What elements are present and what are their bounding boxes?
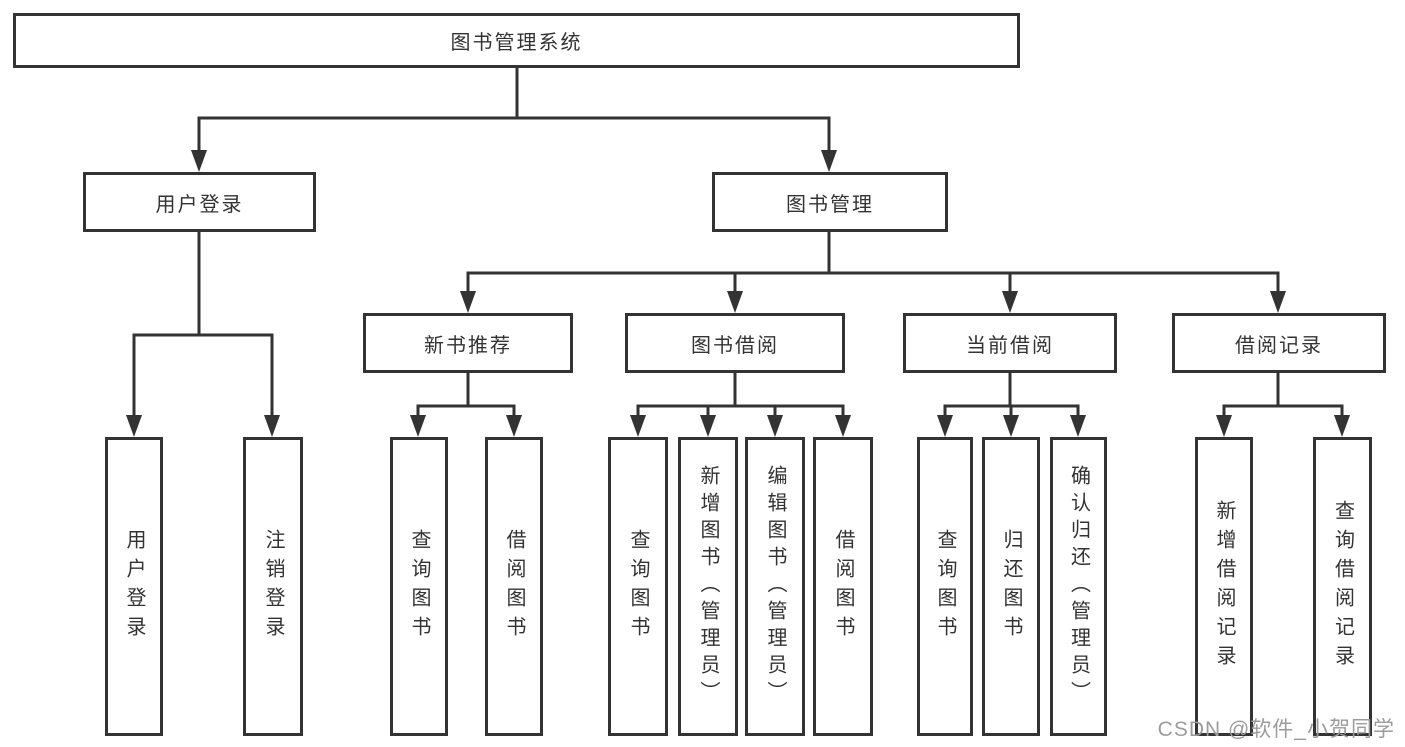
leaf-add-borrow-record: 新增借阅记录: [1195, 437, 1253, 736]
arrowhead: [727, 291, 743, 313]
leaf-return-books: 归还图书: [982, 437, 1040, 736]
leaf-edit-books-admin: 编辑图书（管理员）: [745, 437, 805, 736]
leaf-query-borrow-record: 查询借阅记录: [1313, 437, 1372, 736]
arrowhead: [835, 415, 851, 437]
leaf-logout-label: 注销登录: [262, 528, 284, 645]
node-root: 图书管理系统: [13, 13, 1020, 68]
node-borrow-record-label: 借阅记录: [1235, 334, 1323, 357]
connector-book-mgmt: [466, 232, 1280, 294]
arrowhead: [1070, 415, 1086, 437]
arrowhead: [821, 150, 837, 172]
leaf-confirm-return-admin: 确认归还（管理员）: [1050, 437, 1107, 736]
node-user-login-label: 用户登录: [155, 193, 244, 216]
connector-current-borrow: [943, 373, 1080, 418]
node-book-management-label: 图书管理: [786, 193, 874, 216]
node-new-book-recommend: 新书推荐: [363, 313, 573, 373]
node-book-management: 图书管理: [712, 172, 948, 232]
leaf-query-books-3: 查询图书: [917, 437, 973, 736]
leaf-user-login-label: 用户登录: [123, 528, 145, 645]
csdn-watermark: CSDN @软件_小贺同学: [1157, 718, 1395, 741]
node-user-login: 用户登录: [83, 172, 316, 232]
arrowhead: [937, 415, 953, 437]
leaf-query-borrow-record-label: 查询借阅记录: [1331, 499, 1354, 674]
leaf-edit-books-admin-label: 编辑图书（管理员）: [764, 465, 786, 708]
node-book-borrow-label: 图书借阅: [691, 334, 779, 357]
arrowhead: [264, 415, 280, 437]
arrowhead: [1270, 291, 1286, 313]
leaf-query-books-1: 查询图书: [390, 437, 448, 736]
connector-new-book-rec: [416, 373, 516, 418]
leaf-query-books-1-label: 查询图书: [408, 528, 430, 645]
node-new-book-recommend-label: 新书推荐: [424, 334, 512, 357]
arrowhead: [1003, 415, 1019, 437]
leaf-return-books-label: 归还图书: [1000, 528, 1022, 645]
node-root-label: 图书管理系统: [450, 32, 583, 54]
node-book-borrow: 图书借阅: [625, 313, 845, 373]
node-current-borrow: 当前借阅: [903, 313, 1117, 373]
arrowhead: [1002, 291, 1018, 313]
leaf-borrow-books-2: 借阅图书: [813, 437, 873, 736]
arrowhead: [630, 415, 646, 437]
connector-book-borrow: [636, 373, 845, 418]
leaf-query-books-3-label: 查询图书: [934, 528, 956, 645]
arrowhead: [767, 415, 783, 437]
arrowhead: [506, 415, 522, 437]
leaf-confirm-return-admin-label: 确认归还（管理员）: [1067, 465, 1090, 708]
arrowhead: [460, 291, 476, 313]
leaf-borrow-books-2-label: 借阅图书: [832, 528, 854, 645]
leaf-borrow-books-1-label: 借阅图书: [503, 528, 525, 645]
leaf-borrow-books-1: 借阅图书: [485, 437, 543, 736]
arrowhead: [700, 415, 716, 437]
connector-user-login: [132, 232, 274, 418]
arrowhead: [191, 150, 207, 172]
leaf-add-borrow-record-label: 新增借阅记录: [1213, 499, 1235, 674]
arrowhead: [410, 415, 426, 437]
arrowhead: [126, 415, 142, 437]
leaf-query-books-2: 查询图书: [608, 437, 668, 736]
leaf-logout: 注销登录: [243, 437, 303, 736]
leaf-query-books-2-label: 查询图书: [627, 528, 649, 645]
arrowhead: [1216, 415, 1232, 437]
leaf-add-books-admin-label: 新增图书（管理员）: [697, 465, 719, 708]
leaf-add-books-admin: 新增图书（管理员）: [678, 437, 738, 736]
node-borrow-record: 借阅记录: [1172, 313, 1386, 373]
connector-borrow-record: [1222, 373, 1344, 418]
connector-root: [197, 68, 831, 153]
leaf-user-login: 用户登录: [105, 437, 163, 736]
arrowhead: [1334, 415, 1350, 437]
node-current-borrow-label: 当前借阅: [966, 334, 1054, 357]
